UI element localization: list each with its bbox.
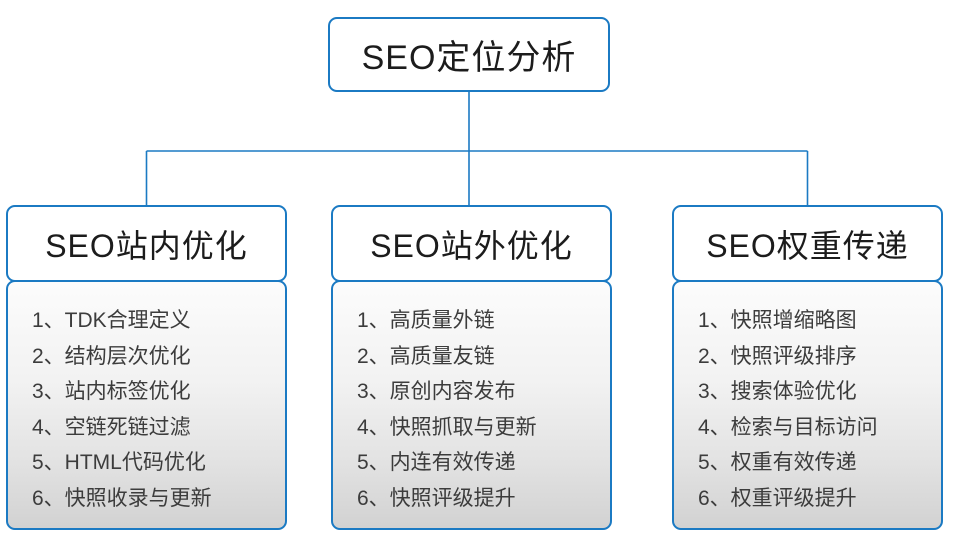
list-item: 2、快照评级排序 xyxy=(698,344,857,368)
list-item: 3、原创内容发布 xyxy=(357,380,516,403)
list-item: 5、HTML代码优化 xyxy=(32,451,206,474)
column-header-offsite-label: SEO站外优化 xyxy=(370,227,573,264)
list-item: 4、快照抓取与更新 xyxy=(357,415,537,439)
list-item: 6、快照评级提升 xyxy=(357,486,516,510)
list-item: 1、快照增缩略图 xyxy=(698,309,857,332)
list-item: 4、检索与目标访问 xyxy=(698,415,878,439)
column-list-onsite: 1、TDK合理定义 2、结构层次优化 3、站内标签优化 4、空链死链过滤 5、H… xyxy=(6,280,287,530)
list-item: 6、权重评级提升 xyxy=(698,486,857,510)
column-list-weight: 1、快照增缩略图 2、快照评级排序 3、搜索体验优化 4、检索与目标访问 5、权… xyxy=(672,280,943,530)
column-list-offsite: 1、高质量外链 2、高质量友链 3、原创内容发布 4、快照抓取与更新 5、内连有… xyxy=(331,280,612,530)
column-header-onsite: SEO站内优化 xyxy=(6,205,287,282)
root-node: SEO定位分析 xyxy=(328,17,610,92)
column-header-onsite-label: SEO站内优化 xyxy=(45,227,248,264)
list-item: 5、权重有效传递 xyxy=(698,451,857,474)
list-item: 4、空链死链过滤 xyxy=(32,415,191,439)
list-item: 3、站内标签优化 xyxy=(32,380,191,403)
list-item: 1、TDK合理定义 xyxy=(32,309,191,332)
column-header-weight-label: SEO权重传递 xyxy=(706,227,909,264)
list-item: 6、快照收录与更新 xyxy=(32,486,212,510)
list-item: 1、高质量外链 xyxy=(357,309,495,332)
list-item: 2、结构层次优化 xyxy=(32,344,191,368)
root-node-label: SEO定位分析 xyxy=(361,39,577,77)
list-item: 3、搜索体验优化 xyxy=(698,380,857,403)
column-header-offsite: SEO站外优化 xyxy=(331,205,612,282)
column-header-weight: SEO权重传递 xyxy=(672,205,943,282)
list-item: 5、内连有效传递 xyxy=(357,451,516,474)
list-item: 2、高质量友链 xyxy=(357,344,495,368)
